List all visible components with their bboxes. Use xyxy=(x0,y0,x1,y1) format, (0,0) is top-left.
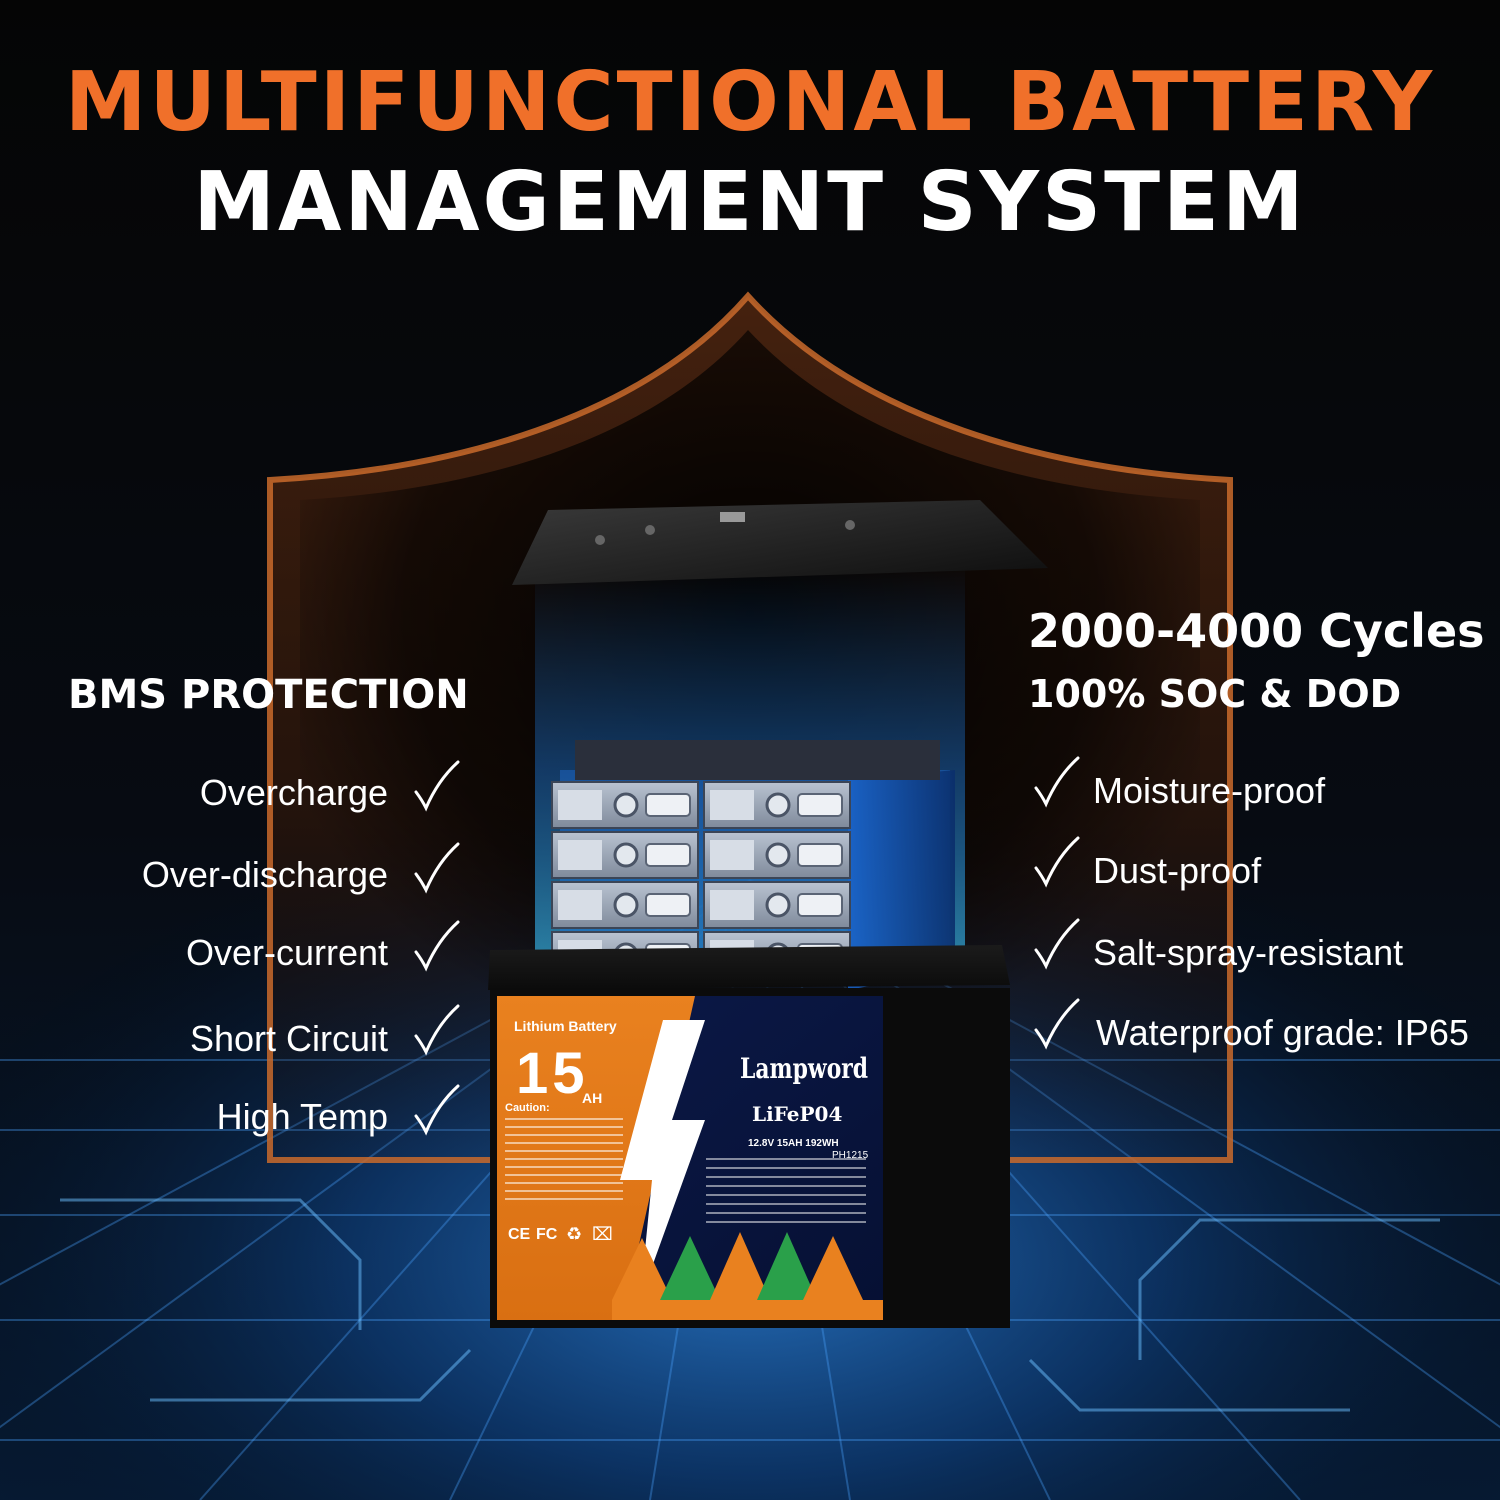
cycles-heading: 2000-4000 Cycles xyxy=(1028,604,1485,658)
fcc-icon: FC xyxy=(536,1226,558,1243)
feature-short-circuit: Short Circuit xyxy=(189,1018,388,1059)
check-icon xyxy=(414,1004,460,1056)
bms-protection-heading: BMS PROTECTION xyxy=(68,672,469,718)
feature-dust-proof: Dust-proof xyxy=(1093,850,1262,891)
check-icon xyxy=(414,842,460,894)
check-icon xyxy=(1034,756,1080,808)
check-icon xyxy=(414,920,460,972)
battery-model: PH1215 xyxy=(832,1150,869,1161)
page-title-line-1: MULTIFUNCTIONAL BATTERY xyxy=(64,55,1436,150)
check-icon xyxy=(414,1084,460,1136)
no-bin-icon: ⌧ xyxy=(592,1224,613,1244)
spec-fine-print xyxy=(706,1158,866,1226)
battery-spec: 12.8V 15AH 192WH xyxy=(748,1138,839,1149)
battery-capacity-unit: AH xyxy=(582,1090,603,1106)
brand-logo: Lampword xyxy=(740,1052,869,1085)
battery-cell xyxy=(703,881,851,929)
page-title-line-2: MANAGEMENT SYSTEM xyxy=(193,155,1307,250)
check-icon xyxy=(1034,918,1080,970)
recycle-icon: ♻ xyxy=(566,1224,583,1244)
caution-fine-print xyxy=(505,1118,623,1202)
feature-overcharge: Overcharge xyxy=(199,772,388,813)
feature-over-current: Over-current xyxy=(185,932,388,973)
battery-cell xyxy=(551,831,699,879)
caution-heading: Caution: xyxy=(505,1102,550,1114)
ce-mark-icon: CE xyxy=(508,1226,531,1243)
battery-capacity: 15 xyxy=(516,1041,589,1106)
battery-cell xyxy=(703,781,851,829)
check-icon xyxy=(1034,836,1080,888)
battery-chemistry: LiFeP04 xyxy=(752,1102,843,1126)
feature-salt-spray-resistant: Salt-spray-resistant xyxy=(1093,932,1404,973)
soc-dod-subheading: 100% SOC & DOD xyxy=(1028,672,1402,716)
battery-cell xyxy=(551,781,699,829)
check-icon xyxy=(1034,998,1080,1050)
battery-cell xyxy=(551,881,699,929)
feature-over-discharge: Over-discharge xyxy=(141,854,388,895)
feature-waterproof-grade: Waterproof grade: IP65 xyxy=(1096,1012,1469,1053)
battery-cell xyxy=(703,831,851,879)
feature-high-temp: High Temp xyxy=(216,1096,388,1137)
battery-type-label: Lithium Battery xyxy=(514,1018,617,1034)
check-icon xyxy=(414,760,460,812)
feature-moisture-proof: Moisture-proof xyxy=(1093,770,1326,811)
